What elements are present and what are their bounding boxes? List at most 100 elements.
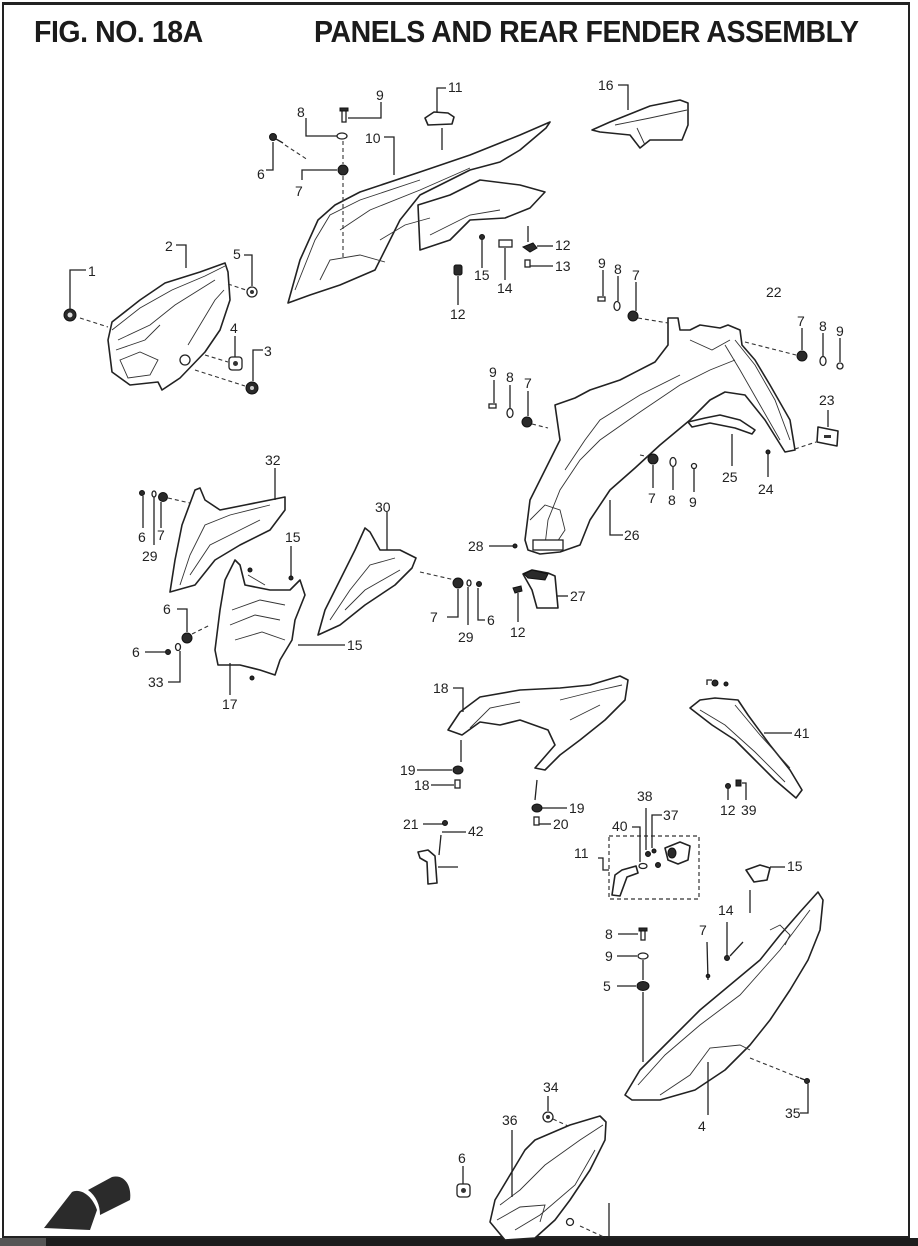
part-19-bolt-a[interactable] <box>454 779 461 789</box>
part-12-clip-d[interactable] <box>735 779 742 787</box>
callout-9d: 9 <box>489 364 497 380</box>
callout-6c: 6 <box>487 612 495 628</box>
brand-logo-icon <box>44 1176 131 1230</box>
part-7-grommet-e[interactable] <box>647 453 659 465</box>
callout-34: 36 <box>502 1112 518 1128</box>
callout-15: 15 <box>474 267 490 283</box>
part-7-grommet-f[interactable] <box>158 492 168 502</box>
callout-8d: 8 <box>506 369 514 385</box>
part-6-screw-h[interactable] <box>165 649 171 655</box>
part-15-screw[interactable] <box>479 234 485 240</box>
callout-15c: 17 <box>222 696 238 712</box>
part-13-screw[interactable] <box>524 259 531 268</box>
part-7-grommet-d[interactable] <box>521 416 533 428</box>
callout-31: 15 <box>347 637 363 653</box>
callout-14: 14 <box>497 280 513 296</box>
callout-32: 32 <box>265 452 281 468</box>
part-37-seat-lock-assembly-box[interactable] <box>608 835 700 900</box>
part-33-washer[interactable] <box>174 642 182 652</box>
part-31-center-panel[interactable] <box>214 559 306 676</box>
callout-28: 28 <box>468 538 484 554</box>
part-8-washer-d[interactable] <box>506 407 514 419</box>
part-19-bolt-b[interactable] <box>533 816 540 826</box>
part-9-bolt-e[interactable] <box>690 462 698 470</box>
callout-9b: 9 <box>598 255 606 271</box>
callout-2: 2 <box>165 238 173 254</box>
part-25-license-bracket[interactable] <box>687 414 756 435</box>
callout-12: 12 <box>450 306 466 322</box>
part-6-bolt[interactable] <box>269 133 284 144</box>
part-7-grommet-b[interactable] <box>627 310 639 322</box>
part-30-front-cover[interactable] <box>317 527 417 636</box>
part-32-side-panel[interactable] <box>169 487 286 593</box>
part-10-rear-cowl[interactable] <box>287 121 551 304</box>
part-29-washer-f[interactable] <box>151 490 157 498</box>
scrollbar-thumb[interactable] <box>0 1238 46 1246</box>
part-7-grommet-g[interactable] <box>452 577 464 589</box>
part-6-screw-f[interactable] <box>139 490 145 496</box>
callout-7g: 7 <box>430 609 438 625</box>
callout-38: 40 <box>612 818 628 834</box>
part-8-washer-k[interactable] <box>637 952 649 960</box>
part-18-grommet-a[interactable] <box>452 765 464 775</box>
figure-title: PANELS AND REAR FENDER ASSEMBLY <box>314 14 859 49</box>
callout-25: 25 <box>722 469 738 485</box>
callout-13: 13 <box>555 258 571 274</box>
callout-27: 27 <box>570 588 586 604</box>
part-12-nut[interactable] <box>453 264 463 276</box>
part-9-bolt[interactable] <box>339 107 349 123</box>
part-37-seat-lock[interactable] <box>611 841 691 897</box>
callout-29a: 29 <box>142 548 158 564</box>
part-7-grommet-c[interactable] <box>796 350 808 362</box>
part-6-bolt-j[interactable] <box>799 1077 810 1084</box>
callout-7d: 7 <box>524 375 532 391</box>
callout-42: 41 <box>794 725 810 741</box>
part-18-grommet-b[interactable] <box>531 803 543 813</box>
part-6-grommet-h[interactable] <box>181 632 193 644</box>
part-2-tail-cover-left[interactable] <box>107 262 231 391</box>
part-29-washer-g[interactable] <box>466 579 472 587</box>
part-17-rear-undertray[interactable] <box>447 675 629 771</box>
callout-39: 38 <box>637 788 653 804</box>
part-11-bracket[interactable] <box>424 111 455 126</box>
part-8-washer-c[interactable] <box>819 355 827 367</box>
part-5-grommet-b[interactable] <box>542 1111 554 1123</box>
part-5-grommet[interactable] <box>246 286 258 298</box>
callout-41: 12 <box>720 802 736 818</box>
callout-1: 1 <box>88 263 96 279</box>
part-16-seat-cover[interactable] <box>591 99 689 149</box>
part-9-bolt-d[interactable] <box>488 403 497 409</box>
part-34-tail-cover-right[interactable] <box>489 1115 607 1241</box>
part-4-washer[interactable] <box>228 356 243 371</box>
part-12-clip[interactable] <box>521 242 538 253</box>
callout-33: 33 <box>148 674 164 690</box>
part-8-washer-e[interactable] <box>669 456 677 468</box>
part-14-label[interactable] <box>498 239 513 248</box>
part-8-washer-b[interactable] <box>613 300 621 312</box>
part-9-nut-k[interactable] <box>636 981 650 991</box>
part-26-rear-fender[interactable] <box>524 317 796 555</box>
part-42-side-trim[interactable] <box>689 697 803 799</box>
part-8-washer[interactable] <box>336 132 348 140</box>
part-9-bolt-c[interactable] <box>836 362 844 370</box>
callout-19b: 20 <box>553 816 569 832</box>
part-7-grommet[interactable] <box>337 164 349 176</box>
part-1-nut[interactable] <box>63 308 77 322</box>
callout-23: 23 <box>819 392 835 408</box>
callout-37: 11 <box>574 845 589 861</box>
part-3-nut[interactable] <box>245 381 259 395</box>
part-12-clip-c[interactable] <box>512 585 523 594</box>
part-11-bracket-b[interactable] <box>745 864 771 883</box>
part-21-clip-bracket[interactable] <box>417 849 438 885</box>
callout-7f: 7 <box>157 527 165 543</box>
callout-21: 42 <box>468 823 484 839</box>
part-4-washer-b[interactable] <box>456 1183 471 1198</box>
part-23-reflector[interactable] <box>816 426 839 447</box>
part-41-screw[interactable] <box>725 783 731 789</box>
part-36-side-cover[interactable] <box>624 891 824 1101</box>
part-27-mud-flap[interactable] <box>522 569 559 609</box>
callout-15b: 15 <box>285 529 301 545</box>
part-9-bolt-b[interactable] <box>597 296 606 302</box>
part-7-bolt-k[interactable] <box>638 927 648 941</box>
part-6-screw-g[interactable] <box>476 581 482 587</box>
